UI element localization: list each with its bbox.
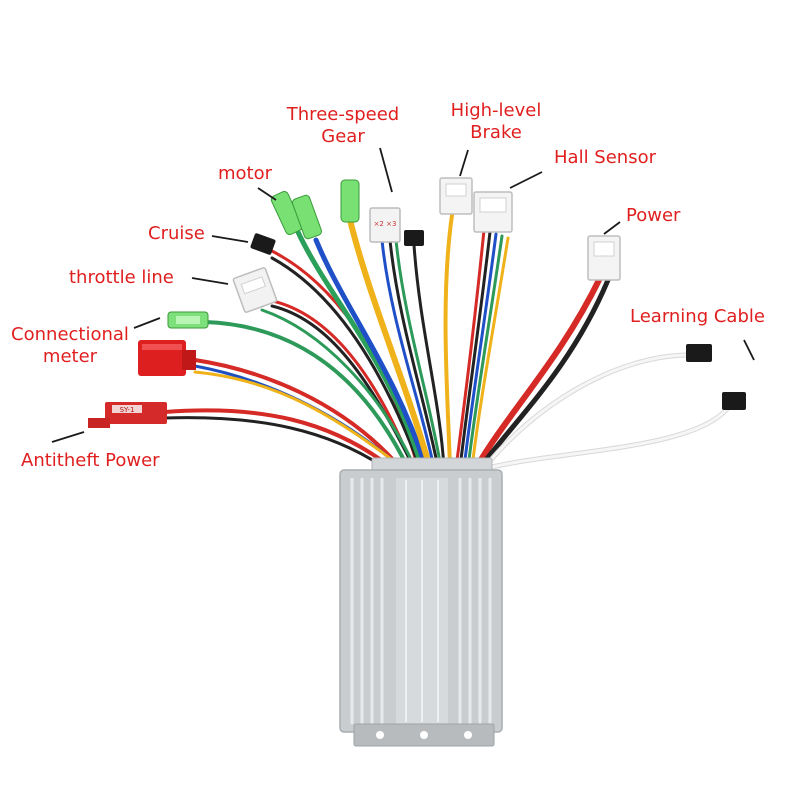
wire-green-meter [203,320,410,470]
label-high-level-brake: High-level Brake [440,100,552,144]
leader-hall [509,171,543,189]
antitheft-connector: SY-1 [88,402,167,428]
cruise-connector [250,233,276,255]
leader-power [603,221,621,235]
label-hall-sensor: Hall Sensor [554,147,656,168]
green-terminal-meter [167,311,209,329]
leader-throttle [191,277,229,285]
label-three-speed-gear: Three-speed Gear [270,104,416,148]
leader-high-brake [459,149,469,177]
label-antitheft-power: Antitheft Power [21,450,160,471]
leader-three-speed [379,147,393,193]
wire-speed-green [394,238,443,470]
hall-sensor-connector [473,191,513,233]
leader-lines [51,147,755,443]
motor-terminals [270,179,360,240]
label-connectional-line1: Connectional [11,324,129,345]
label-high-level-line1: High-level [450,100,542,121]
wire-meter-red [193,358,400,467]
wire-power-red [473,275,603,471]
leader-connectional [133,317,161,329]
wire-antitheft-red [163,408,394,470]
label-power: Power [626,205,681,226]
label-three-speed-line2: Gear [321,126,365,147]
label-cruise: Cruise [148,223,205,244]
wire-high-brake-yellow [443,213,454,470]
three-speed-connector: ×2 ×3 [369,207,401,243]
connectors: SY-1 [88,177,746,428]
meter-connector [138,340,196,376]
throttle-connector [232,267,278,313]
label-connectional-meter: Connectional meter [4,324,136,368]
power-connector [587,235,621,281]
controller-housing [339,457,503,747]
wire-speed-blue [380,238,436,470]
wire-power-black [477,277,611,471]
wire-motor-blue [313,237,429,471]
leader-learning [743,339,755,361]
wire-bundle [163,213,733,472]
wire-hall-green [466,234,504,470]
learning-connectors [686,344,746,410]
wire-meter-yellow [193,370,405,470]
three-speed-connector-print: ×2 ×3 [374,220,397,228]
wire-hall-red [454,228,486,470]
wire-hall-yellow [470,236,510,470]
wire-speed-black [388,238,440,470]
wire-motor-yellow [347,217,433,471]
small-black-connector [404,230,424,246]
label-throttle-line: throttle line [69,267,174,288]
leader-motor [257,187,277,201]
wire-antitheft-black [163,416,390,472]
wire-hall-blue [462,232,498,470]
wire-motor-green [295,229,425,471]
wire-learning-white-2b [486,403,732,470]
antitheft-connector-print: SY-1 [120,406,135,414]
label-learning-cable: Learning Cable [630,306,765,327]
wire-learning-white-1b [482,353,692,470]
label-three-speed-line1: Three-speed [286,104,400,125]
leader-cruise [211,235,249,243]
high-brake-connector [439,177,473,215]
label-connectional-line2: meter [42,346,98,367]
label-motor: motor [218,163,273,184]
wire-brake-black [412,243,446,470]
wire-cruise-black [270,256,422,470]
label-high-level-line2: Brake [470,122,522,143]
wire-throttle-green [260,308,418,472]
wire-hall-black [458,230,492,470]
leader-antitheft [51,431,85,443]
